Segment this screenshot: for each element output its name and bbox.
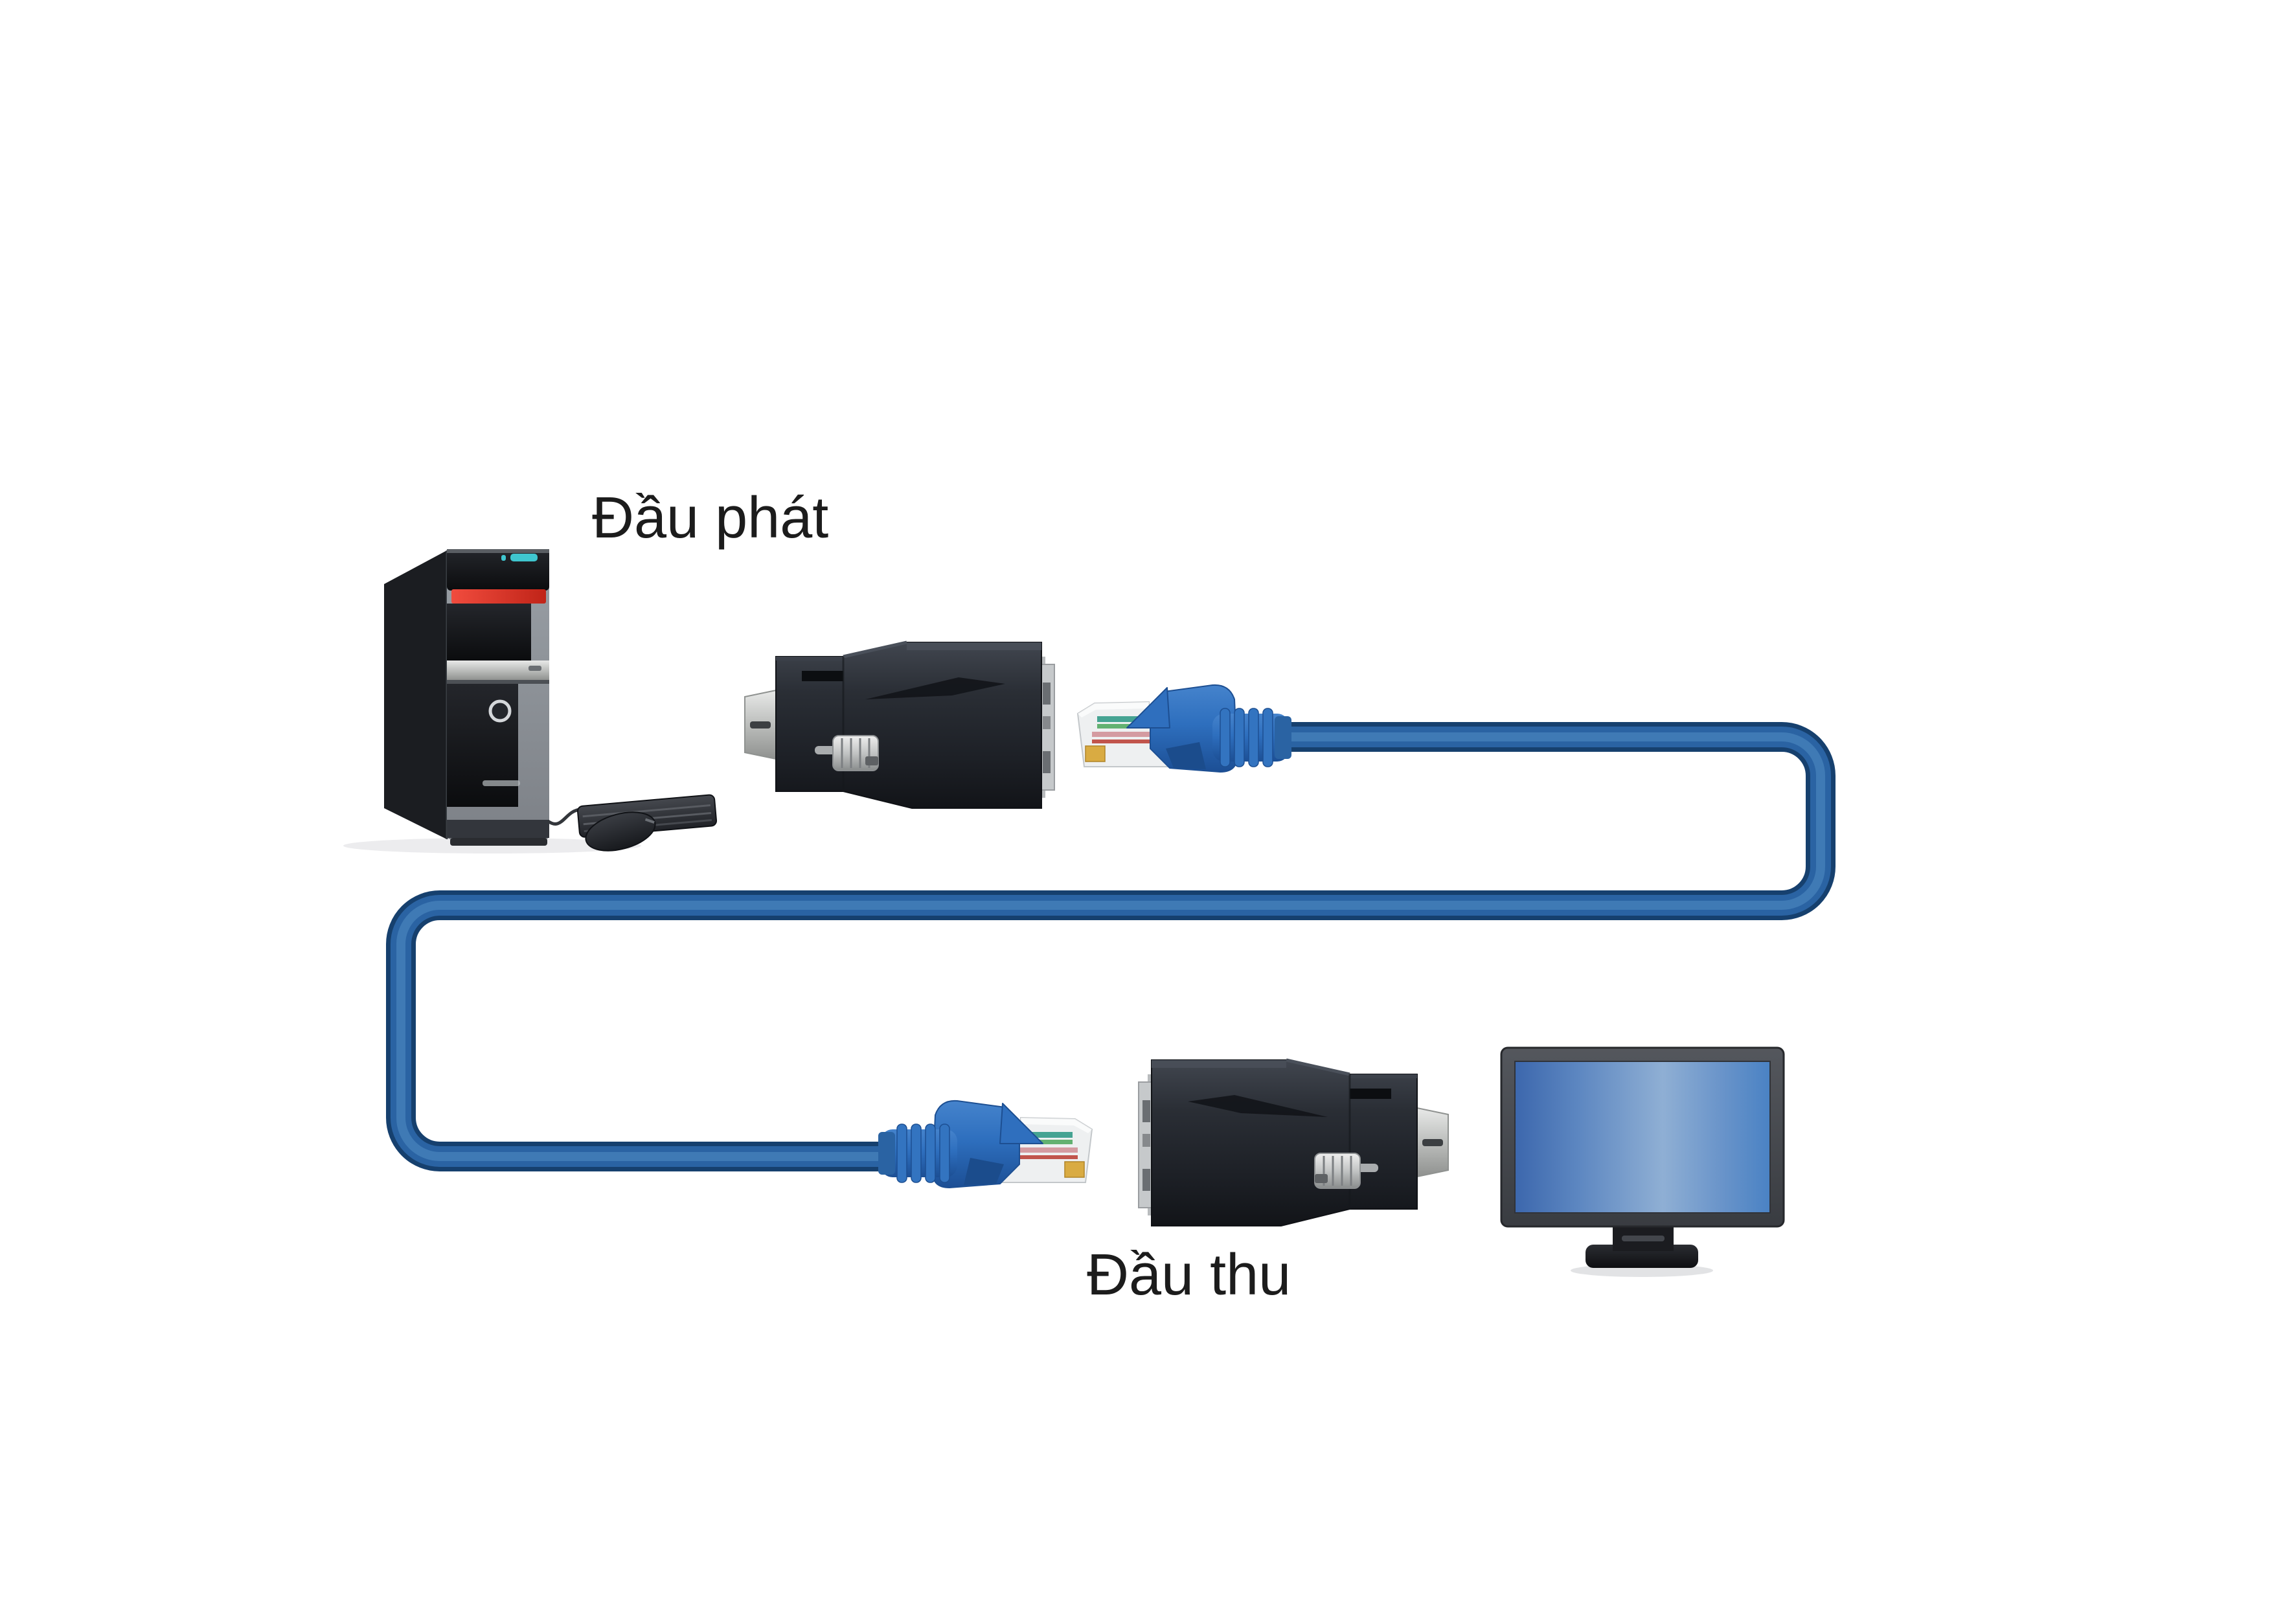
optical-drive-slot (447, 680, 549, 684)
transmitter-label: Đầu phát (592, 486, 829, 550)
tower-vent (447, 820, 549, 838)
eject-button (529, 666, 541, 671)
key-row (582, 804, 711, 818)
tower-side-panel (384, 550, 447, 839)
monitor-screen (1514, 1061, 1771, 1214)
receiver-label: Đầu thu (1087, 1243, 1291, 1307)
tower-upper-bay-door (447, 604, 531, 661)
vga-rj45-adapter-transmitter (745, 642, 1054, 808)
cable-highlight (396, 732, 1825, 1161)
mouse (585, 811, 656, 852)
vga-rj45-adapter-receiver (1139, 1060, 1448, 1226)
tower-branding-mark (483, 780, 520, 786)
tower-top-highlight (447, 549, 549, 553)
mouse-body (585, 811, 656, 852)
power-led (501, 555, 506, 561)
tower-foot (450, 838, 547, 846)
keyboard-cable (547, 808, 581, 826)
rj45-plug-receiver-side (878, 1100, 1093, 1188)
rj45-plug-transmitter-side (1077, 684, 1292, 773)
ethernet-cable (386, 722, 1836, 1171)
hp-logo (488, 699, 512, 723)
red-stripe (451, 589, 546, 604)
mouse-scroll (644, 818, 655, 824)
monitor (1500, 1046, 1785, 1277)
tower-lower-panel (447, 684, 518, 807)
power-button (510, 554, 538, 561)
pc-tower (343, 549, 718, 853)
monitor-neck-slot (1622, 1236, 1665, 1241)
